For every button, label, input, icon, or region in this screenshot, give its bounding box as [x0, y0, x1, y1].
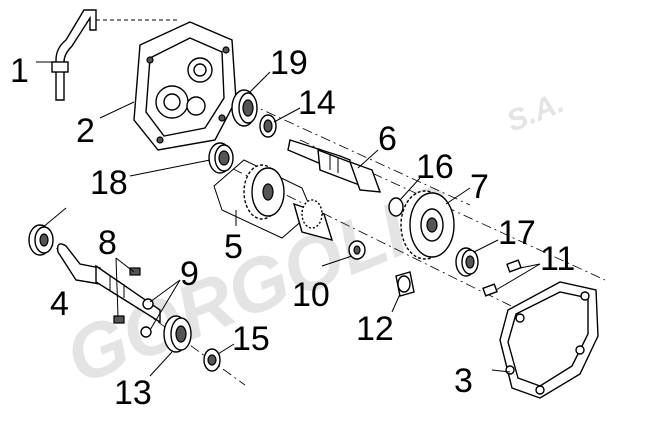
gearbox-housing — [133, 21, 237, 151]
washer-10 — [348, 240, 366, 260]
callout-8: 8 — [98, 224, 117, 262]
input-shaft — [287, 139, 382, 193]
callout-18: 18 — [90, 164, 128, 202]
bolts-8 — [113, 267, 154, 338]
callout-11: 11 — [540, 240, 575, 278]
callout-4: 4 — [50, 285, 69, 323]
dowel-pins-11 — [482, 259, 522, 297]
bearing-17 — [455, 247, 479, 277]
callout-9: 9 — [180, 255, 199, 293]
breather-pipe — [51, 9, 178, 101]
bearing-18-lower — [28, 224, 54, 256]
callout-13: 13 — [114, 374, 152, 412]
needle-bearing-12 — [395, 271, 415, 297]
leader-lines — [36, 61, 541, 377]
callout-7: 7 — [470, 168, 489, 206]
callout-6: 6 — [378, 120, 397, 158]
callout-19: 19 — [270, 44, 308, 82]
bearing-13 — [163, 315, 192, 353]
watermark-suffix: S.A. — [502, 86, 568, 138]
circlip-16 — [388, 197, 404, 217]
callout-3: 3 — [454, 362, 473, 400]
callout-2: 2 — [76, 112, 95, 150]
callout-labels: 1 2 3 4 5 6 7 8 9 10 11 12 13 14 15 16 1… — [10, 44, 575, 412]
cluster-gear-5 — [213, 159, 334, 242]
callout-14: 14 — [298, 84, 336, 122]
gear-7 — [400, 190, 455, 260]
callout-12: 12 — [356, 310, 394, 348]
callout-17: 17 — [498, 214, 536, 252]
callout-16: 16 — [416, 148, 454, 186]
callout-15: 15 — [232, 320, 270, 358]
callout-1: 1 — [10, 52, 29, 90]
callout-5: 5 — [224, 228, 243, 266]
cover-gasket-3 — [499, 281, 599, 399]
seal-15 — [203, 348, 221, 372]
seal-14 — [259, 114, 277, 138]
bearing-18-upper — [208, 142, 234, 174]
bearing-19 — [231, 89, 258, 127]
callout-10: 10 — [292, 276, 330, 314]
